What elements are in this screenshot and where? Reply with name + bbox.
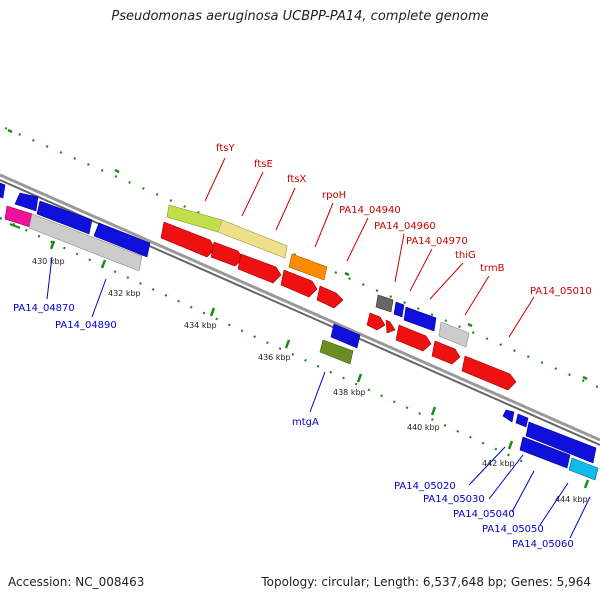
gene-blue-c[interactable]	[93, 222, 151, 258]
gene-red-8[interactable]	[395, 324, 432, 352]
gene-mtgA[interactable]	[319, 339, 354, 365]
tick-label: 432 kbp	[108, 289, 141, 298]
genome-backbone	[0, 173, 600, 446]
gene-PA14_05030[interactable]	[515, 413, 529, 428]
gene-label: thiG	[455, 250, 476, 261]
gene-PA14_05020[interactable]	[502, 409, 515, 423]
gene-blue-b[interactable]	[36, 200, 93, 235]
accession-text: Accession: NC_008463	[8, 575, 145, 589]
gene-trmB[interactable]	[431, 340, 461, 365]
gene-red-4[interactable]	[280, 269, 318, 298]
reverse-genes[interactable]	[319, 323, 599, 481]
gene-red-6[interactable]	[366, 312, 386, 331]
forward-genes[interactable]	[160, 204, 517, 391]
gene-label: ftsE	[254, 159, 273, 170]
gene-label: PA14_05020	[394, 481, 456, 492]
gene-rpoH[interactable]	[288, 253, 328, 281]
gene-label: PA14_04960	[374, 221, 436, 232]
gene-PA14_04970[interactable]	[403, 306, 437, 332]
gene-blue-a[interactable]	[14, 192, 39, 212]
gene-ftsY-tail[interactable]	[217, 219, 288, 259]
gene-PA14_04960[interactable]	[393, 301, 405, 318]
gene-red-3[interactable]	[237, 253, 282, 284]
tick-labels: 430 kbp 432 kbp 434 kbp 436 kbp 438 kbp …	[32, 257, 588, 504]
topology-summary: Topology: circular; Length: 6,537,648 bp…	[261, 575, 591, 589]
gene-PA14_05060[interactable]	[568, 457, 599, 481]
forward-leaders	[204, 157, 535, 338]
reverse-gene-labels: PA14_04870 PA14_04890 mtgA PA14_05020 PA…	[13, 303, 574, 550]
gene-PA14_05010[interactable]	[461, 355, 517, 391]
gene-label: PA14_05060	[512, 539, 574, 550]
forward-gene-labels: ftsY ftsE ftsX rpoH PA14_04940 PA14_0496…	[216, 143, 592, 297]
gene-mtgA-blue[interactable]	[330, 323, 361, 349]
gene-ftsX[interactable]	[210, 241, 244, 267]
gene-red-7[interactable]	[385, 319, 396, 334]
gene-label: rpoH	[322, 190, 346, 201]
gene-label: PA14_05010	[530, 286, 592, 297]
gene-red-5[interactable]	[316, 285, 344, 309]
gene-magenta[interactable]	[4, 205, 33, 228]
left-genes[interactable]	[0, 182, 151, 272]
gene-label: PA14_05050	[482, 524, 544, 535]
gene-label: PA14_05040	[453, 509, 515, 520]
gene-PA14_05040[interactable]	[525, 421, 597, 464]
gene-label: mtgA	[292, 417, 319, 428]
gene-label: PA14_04890	[55, 320, 117, 331]
reverse-leaders	[46, 256, 591, 539]
gene-ftsE[interactable]	[160, 221, 216, 258]
tick-label: 438 kbp	[333, 388, 366, 397]
gene-PA14_05050[interactable]	[519, 436, 571, 469]
gene-blue-edge[interactable]	[0, 182, 6, 199]
gene-label: PA14_04940	[339, 205, 401, 216]
gene-PA14_04940[interactable]	[375, 294, 394, 313]
gene-thiG[interactable]	[438, 321, 470, 348]
tick-label: 436 kbp	[258, 353, 291, 362]
gene-label: PA14_05030	[423, 494, 485, 505]
gene-label: PA14_04870	[13, 303, 75, 314]
tick-label: 442 kbp	[482, 459, 515, 468]
gene-label: trmB	[480, 263, 505, 274]
page-title: Pseudomonas aeruginosa UCBPP-PA14, compl…	[111, 9, 489, 24]
tick-label: 444 kbp	[555, 495, 588, 504]
tick-label: 434 kbp	[184, 321, 217, 330]
gene-label: ftsY	[216, 143, 235, 154]
inner-tick-ring	[0, 217, 590, 489]
gene-label: ftsX	[287, 174, 306, 185]
gene-label: PA14_04970	[406, 236, 468, 247]
tick-label: 430 kbp	[32, 257, 65, 266]
tick-label: 440 kbp	[407, 423, 440, 432]
gene-lightgrey[interactable]	[28, 213, 143, 272]
